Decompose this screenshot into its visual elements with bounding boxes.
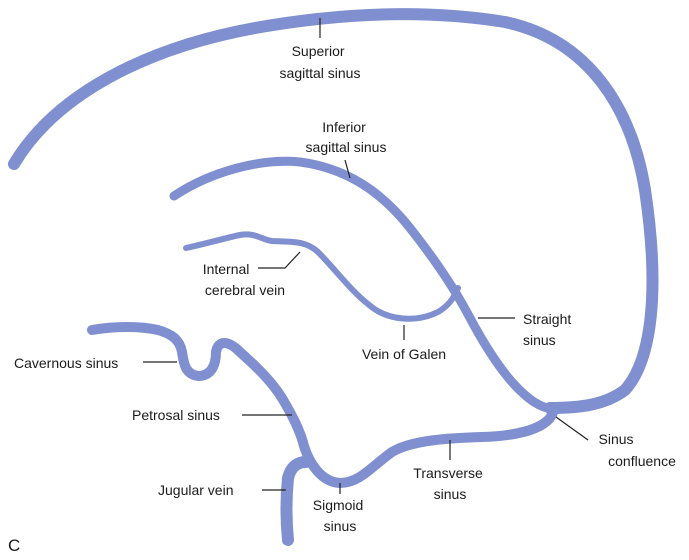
leader-sinus-confluence [555,416,589,441]
cavernous-petrosal-transverse-vessel [87,322,559,488]
vessels [8,8,659,546]
label-jugular-vein: Jugular vein [158,482,234,498]
panel-letter: C [8,536,20,555]
internal-cerebral-vein-vessel [183,231,461,322]
label-superior-sagittal-sinus: Superior sagittal sinus [280,43,361,81]
labels: Superior sagittal sinus Inferior sagitta… [8,43,676,555]
leader-internal-cerebral [258,251,301,269]
inferior-and-straight-sinus-vessel [169,156,557,414]
label-transverse-sinus: Transverse sinus [413,465,486,502]
label-sinus-confluence: Sinus confluence [599,431,677,469]
label-inferior-sagittal-sinus: Inferior sagittal sinus [306,119,387,155]
label-internal-cerebral-vein: Internal cerebral vein [203,261,285,298]
label-petrosal-sinus: Petrosal sinus [132,407,220,423]
superior-sagittal-sinus-vessel-fill [8,8,659,414]
leader-lines [143,18,589,494]
leader-inferior-sagittal [344,159,351,179]
label-vein-of-galen: Vein of Galen [362,346,446,362]
jugular-vein-vessel [280,456,312,546]
label-sigmoid-sinus: Sigmoid sinus [313,497,367,534]
label-cavernous-sinus: Cavernous sinus [14,355,118,371]
label-straight-sinus: Straight sinus [523,311,575,348]
